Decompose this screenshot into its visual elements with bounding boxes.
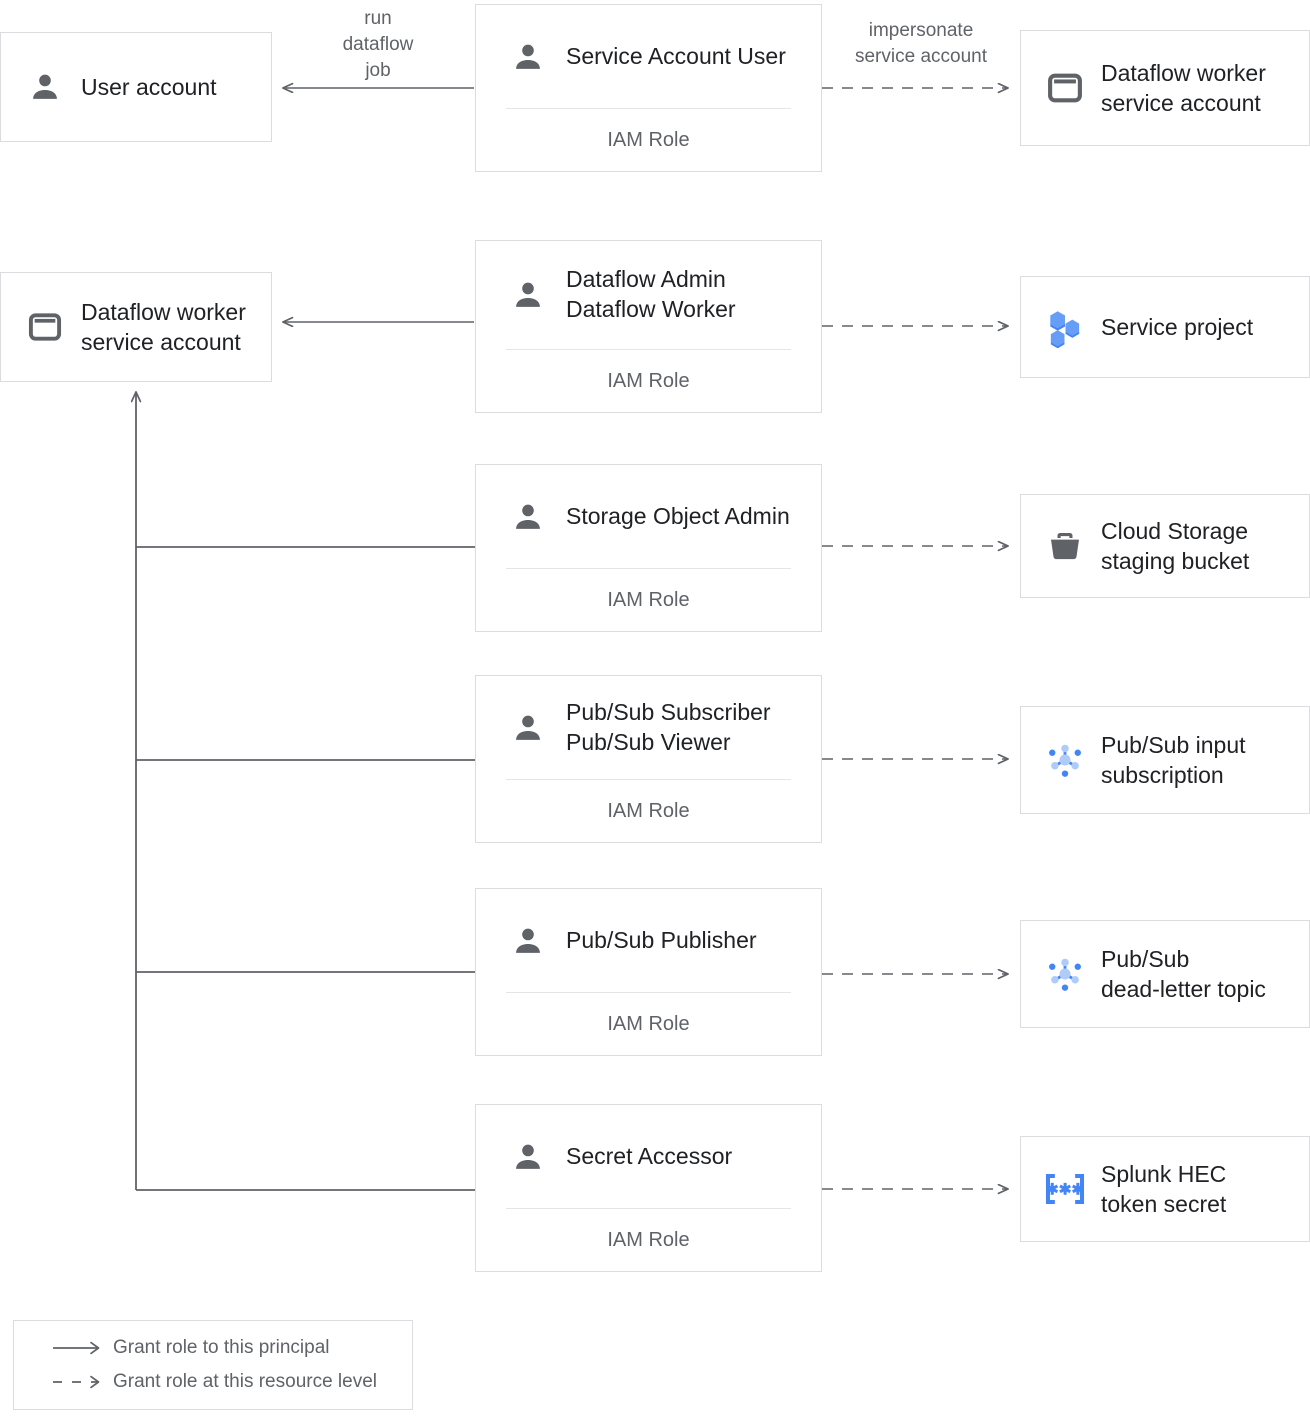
- dashed-arrow-icon: [47, 1372, 113, 1392]
- role-footer: IAM Role: [607, 588, 690, 611]
- pubsub-icon: [1043, 952, 1087, 996]
- resource-label: Pub/Sub input subscription: [1101, 731, 1246, 788]
- legend-item-dashed-arrow: Grant role at this resource level: [47, 1365, 412, 1399]
- resource-label: Pub/Sub dead-letter topic: [1101, 945, 1266, 1002]
- person-icon: [23, 65, 67, 109]
- role-name: Storage Object Admin: [566, 502, 790, 529]
- legend-label: Grant role to this principal: [113, 1337, 330, 1358]
- node-dataflow-worker-service-account[interactable]: Dataflow worker service account: [0, 272, 272, 382]
- legend: Grant role to this principal Grant role …: [13, 1320, 413, 1410]
- person-icon: [506, 35, 550, 79]
- resource-pubsub-input-subscription[interactable]: Pub/Sub input subscription: [1020, 706, 1310, 814]
- role-footer: IAM Role: [607, 128, 690, 151]
- role-card-dataflow-admin[interactable]: Dataflow Admin Dataflow Worker IAM Role: [475, 240, 822, 413]
- role-name: Dataflow Admin Dataflow Worker: [566, 266, 736, 322]
- role-card-header: Dataflow Admin Dataflow Worker: [476, 241, 821, 349]
- edge-label-run-dataflow-job: run dataflow job: [342, 8, 414, 81]
- role-footer: IAM Role: [607, 1012, 690, 1035]
- person-icon: [506, 1135, 550, 1179]
- project-hexagons-icon: [1043, 305, 1087, 349]
- role-card-secret-accessor[interactable]: Secret Accessor IAM Role: [475, 1104, 822, 1272]
- edge-label-impersonate-service-account: impersonate service account: [854, 20, 987, 67]
- resource-dataflow-worker-service-account[interactable]: Dataflow worker service account: [1020, 30, 1310, 146]
- legend-item-solid-arrow: Grant role to this principal: [47, 1331, 412, 1365]
- role-card-header: Pub/Sub Subscriber Pub/Sub Viewer: [476, 676, 821, 779]
- role-name: Secret Accessor: [566, 1142, 733, 1169]
- role-footer: IAM Role: [607, 369, 690, 392]
- role-card-pubsub-subscriber[interactable]: Pub/Sub Subscriber Pub/Sub Viewer IAM Ro…: [475, 675, 822, 843]
- resource-service-project[interactable]: Service project: [1020, 276, 1310, 378]
- node-label: User account: [81, 73, 217, 100]
- role-name: Pub/Sub Publisher: [566, 926, 757, 953]
- divider: [506, 568, 791, 569]
- role-card-header: Storage Object Admin: [476, 465, 821, 568]
- role-name: Service Account User: [566, 42, 786, 69]
- resource-cloud-storage-bucket[interactable]: Cloud Storage staging bucket: [1020, 494, 1310, 598]
- resource-label: Service project: [1101, 313, 1254, 340]
- svg-text:✱✱✱: ✱✱✱: [1046, 1182, 1085, 1199]
- resource-label: Dataflow worker service account: [1101, 59, 1266, 116]
- divider: [506, 349, 791, 350]
- divider: [506, 108, 791, 109]
- role-card-storage-object-admin[interactable]: Storage Object Admin IAM Role: [475, 464, 822, 632]
- service-account-icon: [23, 305, 67, 349]
- person-icon: [506, 495, 550, 539]
- resource-splunk-hec-token-secret[interactable]: ✱✱✱ Splunk HEC token secret: [1020, 1136, 1310, 1242]
- edge-trunk-to-dataflow-worker-sa: [136, 392, 475, 1191]
- role-footer: IAM Role: [607, 1228, 690, 1251]
- resource-pubsub-dead-letter-topic[interactable]: Pub/Sub dead-letter topic: [1020, 920, 1310, 1028]
- role-card-service-account-user[interactable]: Service Account User IAM Role: [475, 4, 822, 172]
- divider: [506, 1208, 791, 1209]
- role-footer: IAM Role: [607, 799, 690, 822]
- resource-label: Splunk HEC token secret: [1101, 1160, 1227, 1217]
- pubsub-icon: [1043, 738, 1087, 782]
- person-icon: [506, 706, 550, 750]
- cloud-storage-icon: [1043, 524, 1087, 568]
- divider: [506, 779, 791, 780]
- role-card-pubsub-publisher[interactable]: Pub/Sub Publisher IAM Role: [475, 888, 822, 1056]
- person-icon: [506, 919, 550, 963]
- role-card-header: Secret Accessor: [476, 1105, 821, 1208]
- secret-manager-icon: ✱✱✱: [1043, 1167, 1087, 1211]
- node-user-account[interactable]: User account: [0, 32, 272, 142]
- divider: [506, 992, 791, 993]
- legend-label: Grant role at this resource level: [113, 1371, 378, 1392]
- service-account-icon: [1043, 66, 1087, 110]
- person-icon: [506, 273, 550, 317]
- node-label: Dataflow worker service account: [81, 298, 246, 355]
- role-card-header: Service Account User: [476, 5, 821, 108]
- resource-label: Cloud Storage staging bucket: [1101, 517, 1250, 574]
- solid-arrow-icon: [47, 1338, 113, 1358]
- role-name: Pub/Sub Subscriber Pub/Sub Viewer: [566, 698, 771, 755]
- role-card-header: Pub/Sub Publisher: [476, 889, 821, 992]
